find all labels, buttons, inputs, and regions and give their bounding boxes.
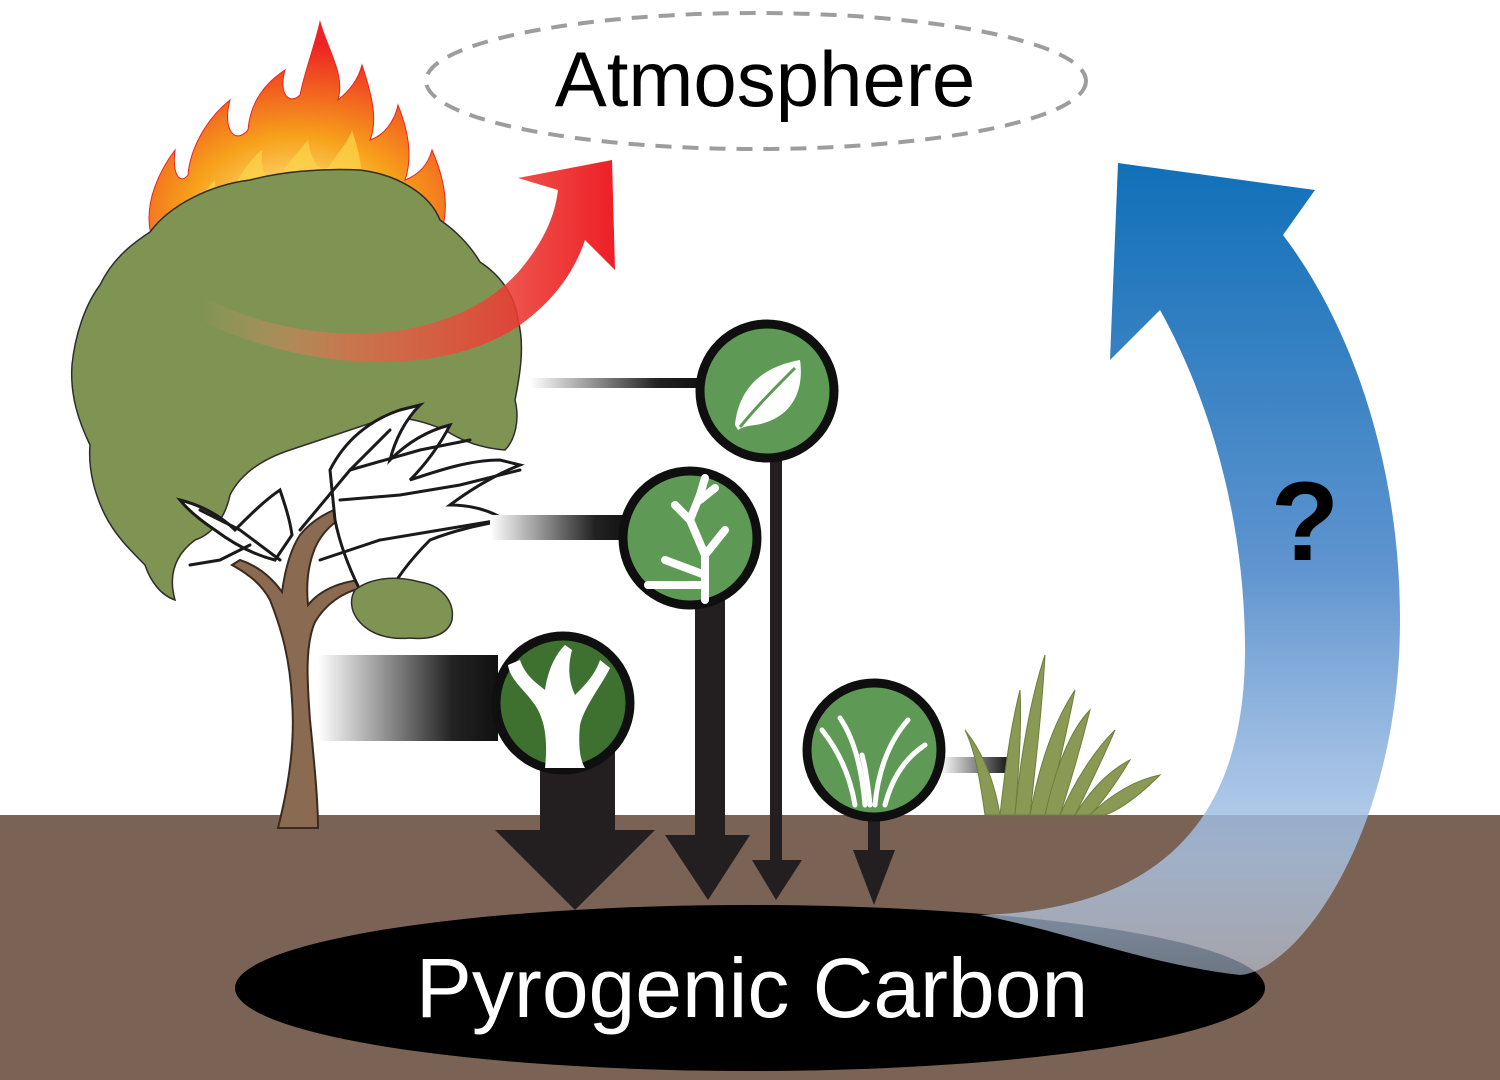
combustion-arrow [200,160,615,363]
twig-flux-arrow [665,590,750,900]
grass-connector [940,757,1010,773]
lower-canopy [350,577,454,640]
trunk-icon [491,631,635,775]
unknown-flux-label: ? [1271,459,1339,584]
flux-arrows [495,460,895,910]
leaf-icon [695,319,839,463]
atmosphere-label: Atmosphere [555,35,976,123]
leaf-connector [530,378,700,388]
trunk-connector [318,655,498,741]
atmosphere-ellipse [424,11,1088,151]
pyrogenic-carbon-label: Pyrogenic Carbon [416,941,1088,1035]
trunk-flux-arrow [495,745,655,910]
grass-icon [802,678,946,822]
grass-tuft [964,654,1162,816]
pyrogenic-carbon-pool [235,905,1265,1071]
grass-flux-arrow [853,820,895,905]
twig-icon [618,466,762,610]
branch-lines [188,428,522,567]
leaf-flux-arrow [752,460,802,900]
release-arrow [980,163,1400,975]
tree-canopy [70,168,523,602]
twig-connector [490,515,630,540]
